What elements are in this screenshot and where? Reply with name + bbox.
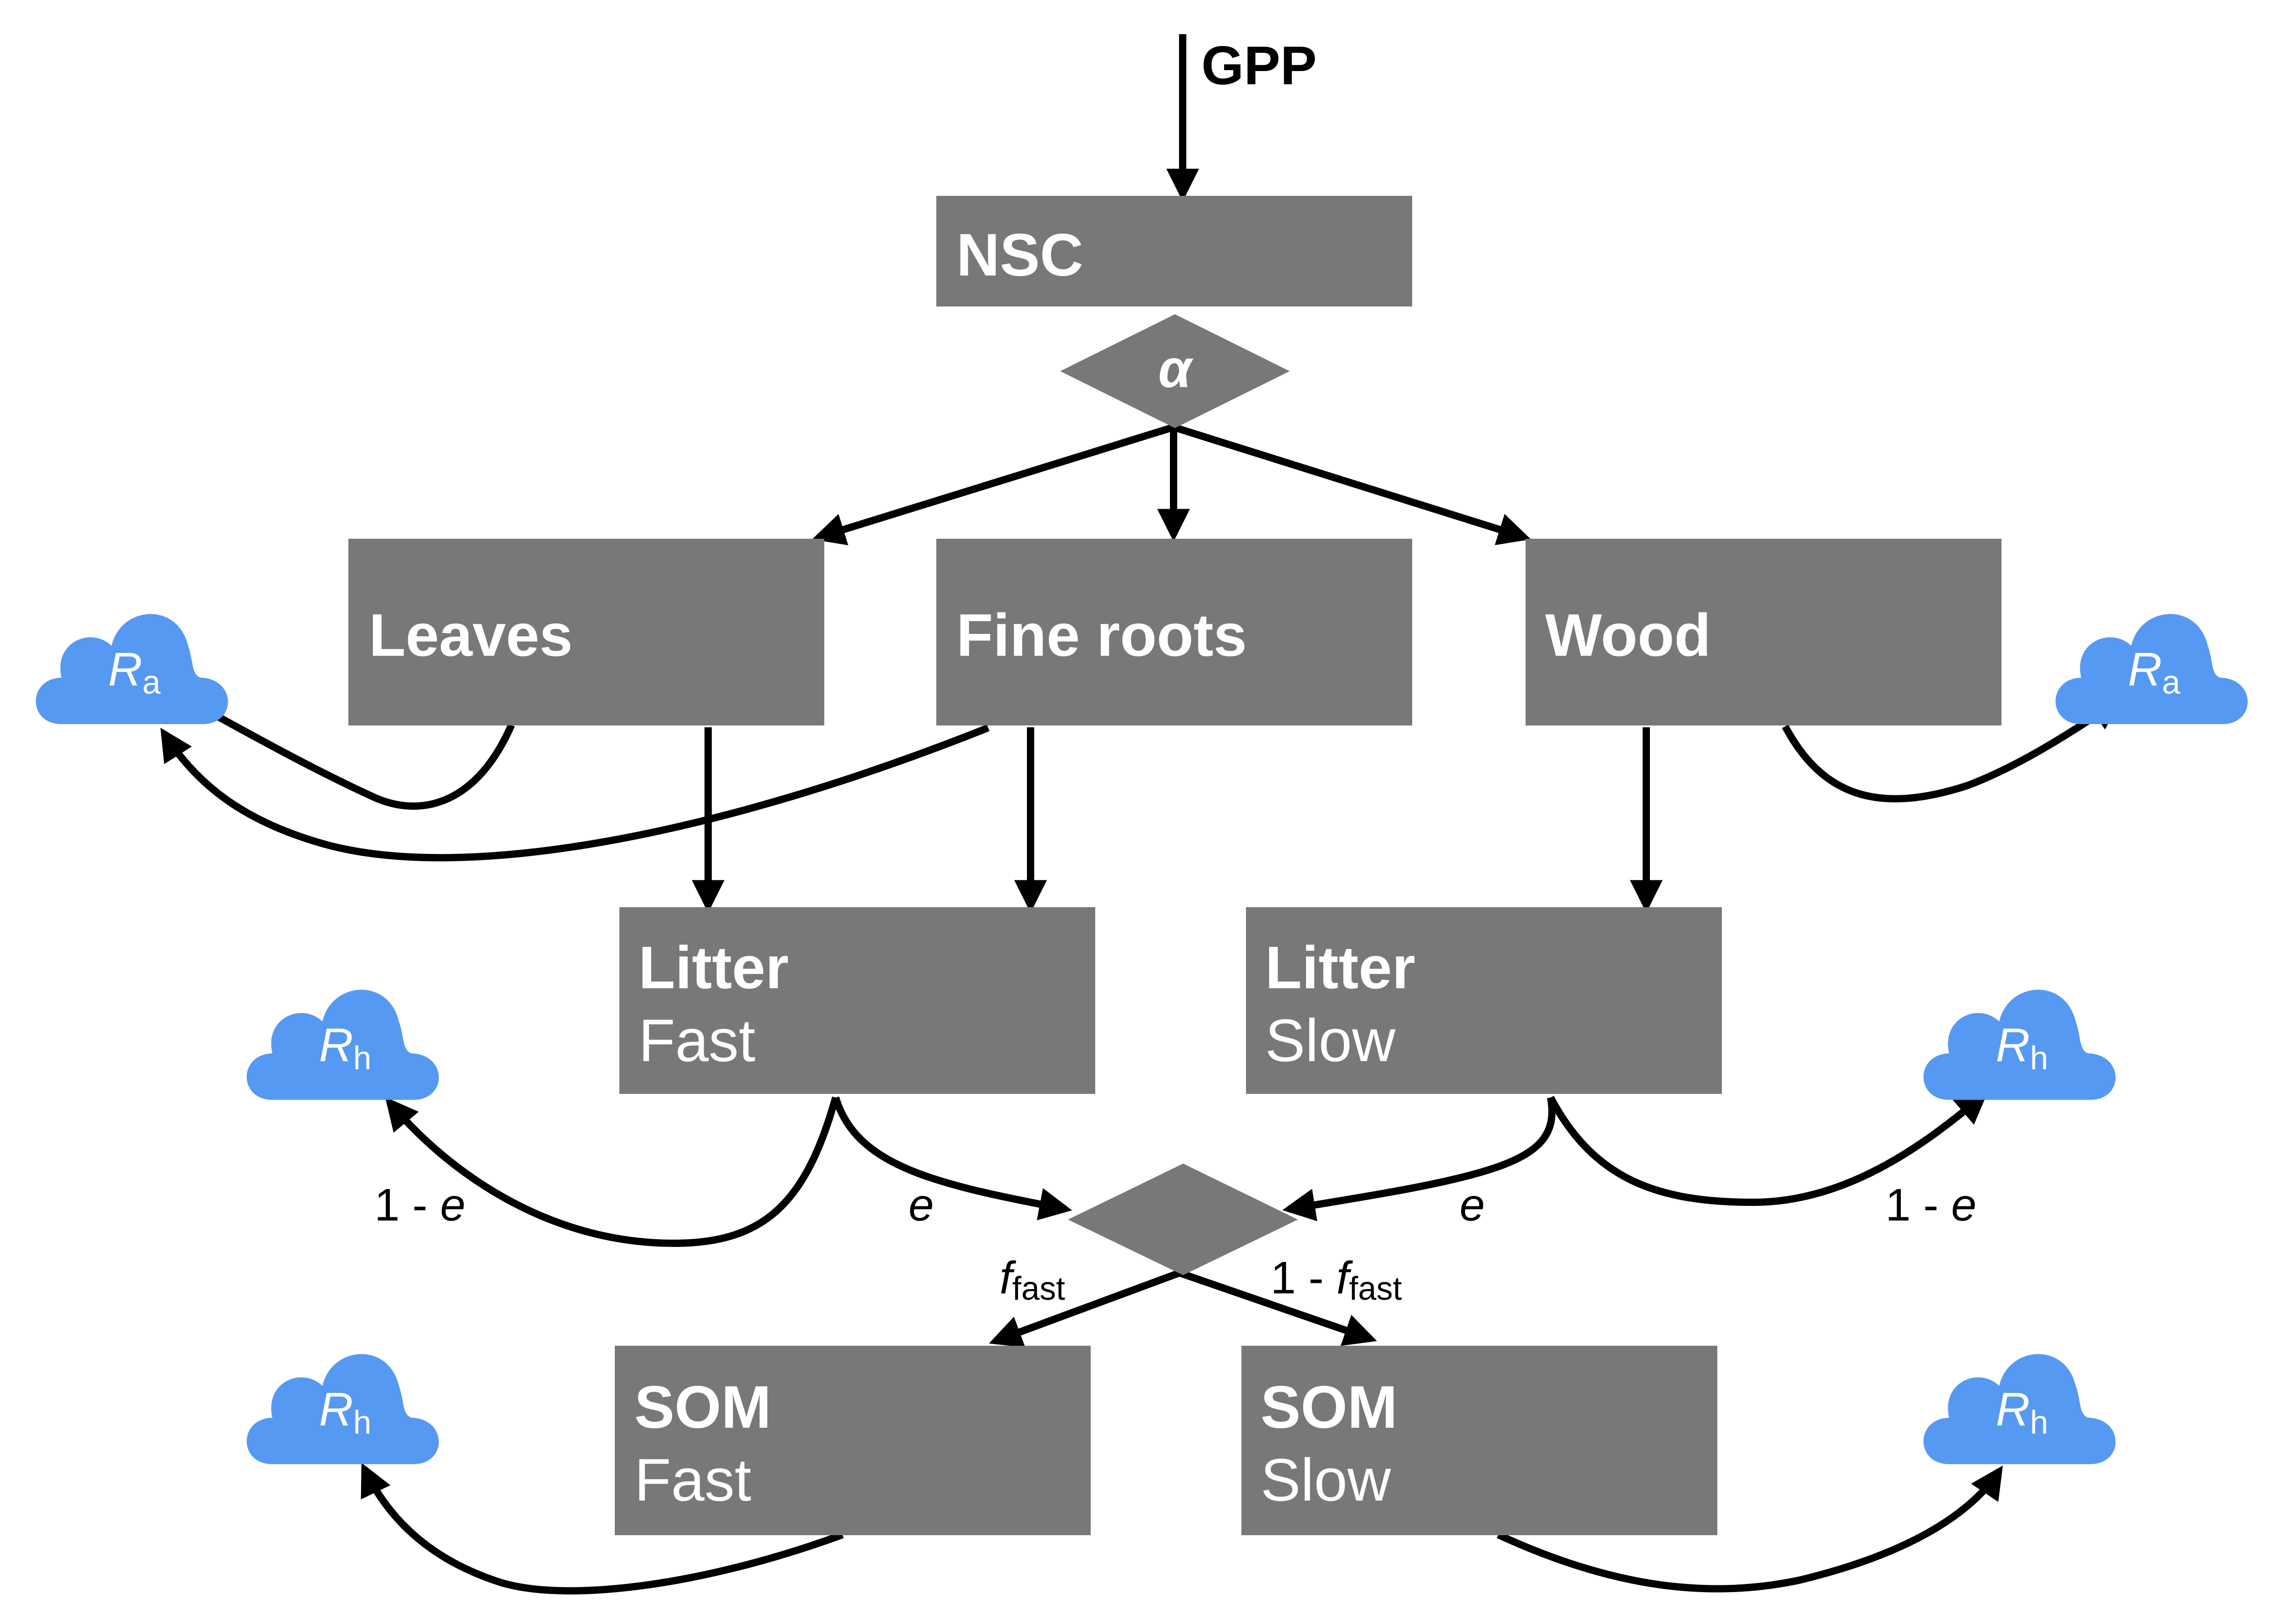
arrow-som-slow-to-rh [1496,1466,2003,1593]
cloud-rh-litter-slow-symbol: R [1996,1019,2030,1072]
label-one-minus-e-left-prefix: 1 - [374,1180,440,1231]
cloud-ra-right: Ra [2055,614,2248,724]
label-one-minus-f-fast-sub: fast [1349,1271,1402,1307]
arrow-wood-to-ra [1782,698,2123,802]
cloud-ra-left-subscript: a [143,664,161,701]
svg-text:Rh: Rh [319,1019,371,1077]
cloud-rh-litter-fast-symbol: R [319,1019,353,1072]
svg-text:Rh: Rh [319,1383,371,1441]
label-one-minus-e-right-prefix: 1 - [1885,1180,1951,1231]
arrow-alpha-to-wood [1172,424,1531,546]
label-one-minus-f-fast-prefix: 1 - [1271,1252,1336,1303]
gpp-label: GPP [1201,35,1317,96]
arrow-alpha-to-leaves [812,424,1175,546]
cloud-rh-litter-fast-subscript: h [353,1040,372,1077]
svg-text:Rh: Rh [1996,1019,2048,1077]
svg-text:Rh: Rh [1996,1383,2048,1441]
pool-wood-label: Wood [1545,602,1711,669]
allocation-diamond: α [1060,314,1290,428]
label-f-fast: ffast [1000,1252,1065,1307]
arrow-litter-fast-to-rh [385,1096,839,1247]
pool-nsc: NSC [936,196,1412,306]
cloud-rh-som-slow-symbol: R [1996,1383,2030,1436]
pool-fine-roots: Fine roots [936,539,1412,725]
arrow-leaves-to-ra [176,694,515,810]
cloud-ra-right-subscript: a [2162,664,2181,701]
pool-litter-fast-line2: Fast [638,1007,756,1074]
cloud-rh-som-slow: Rh [1923,1354,2116,1464]
label-one-minus-e-right-var: e [1951,1180,1976,1231]
label-one-minus-e-left-var: e [440,1180,465,1231]
arrow-split-to-som-fast [989,1269,1181,1348]
cloud-ra-left: Ra [36,614,228,724]
pool-litter-fast: Litter Fast [619,907,1095,1094]
pool-nsc-label: NSC [956,221,1083,288]
arrow-som-fast-to-rh [361,1463,844,1595]
allocation-symbol: α [1158,339,1194,399]
decomposition-diamond [1068,1164,1298,1275]
arrow-litter-fast-to-split [832,1096,1072,1221]
label-e-right: e [1460,1180,1485,1231]
pool-litter-slow-line2: Slow [1265,1007,1396,1074]
arrow-litter-slow-to-split [1282,1097,1556,1221]
cloud-rh-som-fast-subscript: h [353,1404,372,1441]
pool-litter-slow-line1: Litter [1265,934,1415,1001]
pool-litter-fast-line1: Litter [638,934,789,1001]
pool-som-fast-line2: Fast [634,1446,751,1513]
arrow-litter-slow-to-rh [1547,1091,1988,1206]
pool-som-fast: SOM Fast [615,1346,1091,1535]
cloud-rh-litter-slow: Rh [1923,990,2116,1100]
label-one-minus-f-fast: 1 - ffast [1271,1252,1402,1307]
label-one-minus-e-right: 1 - e [1885,1180,1976,1231]
pool-som-slow-line1: SOM [1261,1374,1398,1440]
pool-som-fast-line1: SOM [634,1374,771,1440]
pool-wood: Wood [1526,539,2001,725]
cloud-ra-right-symbol: R [2128,643,2162,696]
cloud-rh-litter-fast: Rh [246,990,439,1100]
svg-text:Ra: Ra [108,643,161,701]
cloud-rh-litter-slow-subscript: h [2030,1040,2048,1077]
cloud-rh-som-fast: Rh [246,1354,439,1464]
pool-leaves-label: Leaves [369,602,573,669]
arrow-fineroots-to-ra [160,724,990,862]
arrow-split-to-som-slow [1178,1269,1377,1346]
svg-text:Ra: Ra [2128,643,2180,701]
pool-leaves: Leaves [348,539,824,725]
pool-litter-slow: Litter Slow [1246,907,1722,1094]
cloud-rh-som-fast-symbol: R [319,1383,353,1436]
cloud-ra-left-symbol: R [108,643,142,696]
pool-som-slow-line2: Slow [1261,1446,1391,1513]
label-one-minus-e-left: 1 - e [374,1180,465,1231]
pool-som-slow: SOM Slow [1241,1346,1717,1535]
label-f-fast-sub: fast [1012,1271,1065,1307]
label-e-left: e [909,1180,934,1231]
cloud-rh-som-slow-subscript: h [2030,1404,2048,1441]
flow-arrows [160,34,2123,1595]
pool-fine-roots-label: Fine roots [956,602,1247,669]
